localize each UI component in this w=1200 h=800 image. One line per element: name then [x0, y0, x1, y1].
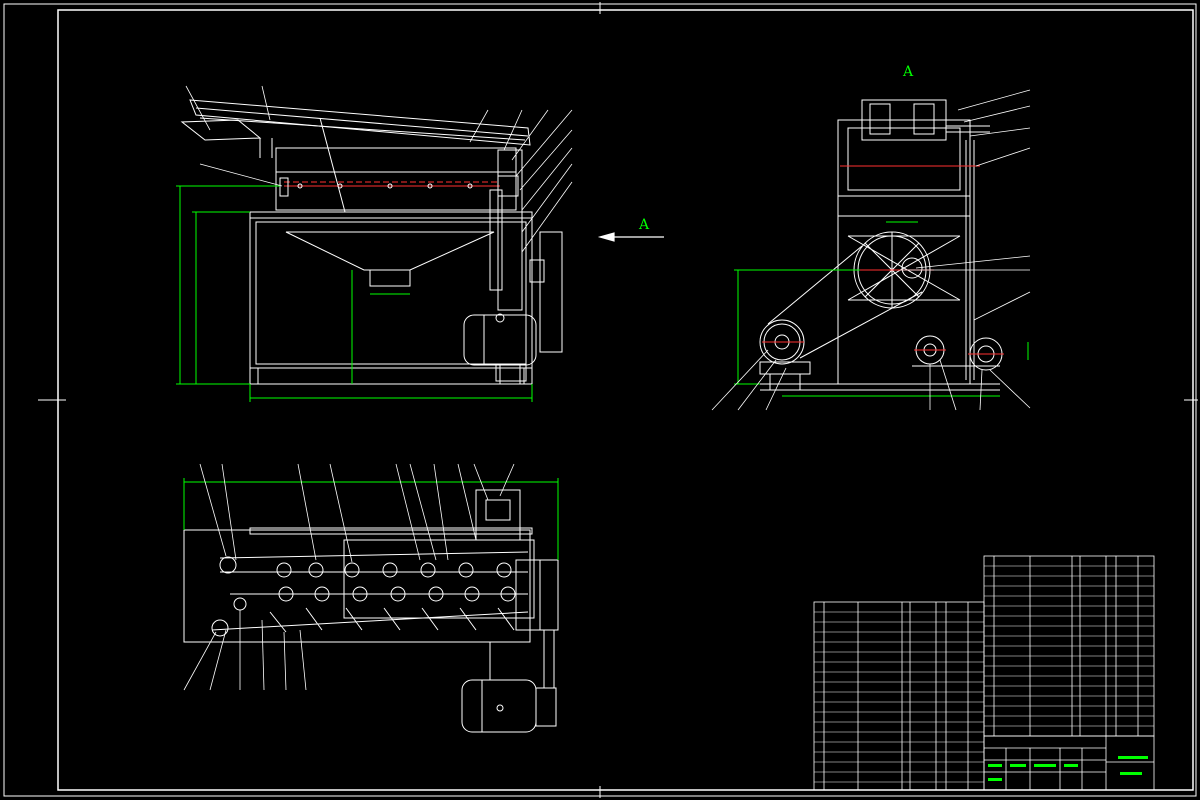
parts-list-right-rows	[984, 565, 1154, 727]
side-view-centerline	[762, 165, 1004, 355]
parts-list-left-rows	[814, 611, 984, 783]
title-block	[983, 735, 1155, 791]
plan-view-leaders	[183, 463, 515, 691]
sheet-frame	[3, 2, 1198, 798]
title-block-highlights	[988, 756, 1148, 781]
side-view-a	[759, 99, 1003, 391]
parts-list-left	[813, 601, 985, 791]
plan-view-dimensions	[183, 478, 559, 560]
view-direction-arrow	[597, 232, 664, 242]
plan-view	[183, 489, 559, 733]
side-view-leaders	[711, 89, 1031, 411]
front-view-rollers	[279, 175, 519, 197]
front-view	[180, 99, 563, 385]
side-view-dimensions	[734, 221, 1029, 397]
front-view-leaders	[185, 85, 573, 253]
view-direction-label: A	[639, 217, 650, 233]
section-view-label: A	[903, 64, 914, 80]
front-view-dimensions	[176, 185, 533, 402]
